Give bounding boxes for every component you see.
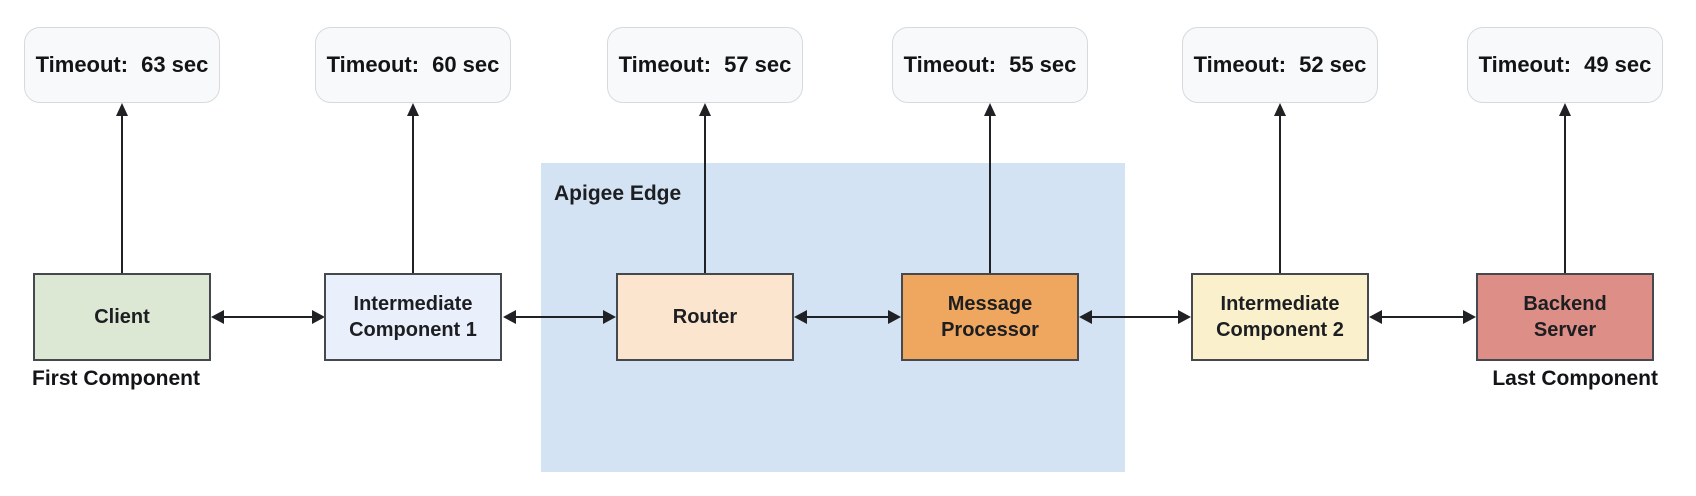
arrow-router-timeout <box>699 103 711 273</box>
arrowhead-right-icon <box>312 310 325 324</box>
component-box-message-processor: Message Processor <box>901 273 1079 361</box>
arrowhead-left-icon <box>794 310 807 324</box>
component-label: Intermediate Component 1 <box>349 293 477 341</box>
connector-router-message-processor <box>794 310 901 324</box>
arrowhead-left-icon <box>1369 310 1382 324</box>
arrowhead-right-icon <box>1178 310 1191 324</box>
timeout-value: 60 sec <box>432 52 500 77</box>
arrowhead-right-icon <box>888 310 901 324</box>
timeout-box-intermediate-component-2: Timeout: 52 sec <box>1182 27 1378 103</box>
arrowhead-up-icon <box>1559 103 1571 116</box>
arrow-line <box>121 113 123 273</box>
apigee-edge-region-label: Apigee Edge <box>554 182 682 205</box>
arrowhead-up-icon <box>407 103 419 116</box>
timeout-box-backend-server: Timeout: 49 sec <box>1467 27 1663 103</box>
timeout-value: 63 sec <box>141 52 209 77</box>
timeout-label: Timeout: <box>1193 52 1287 77</box>
component-box-backend-server: Backend Server <box>1476 273 1654 361</box>
timeout-box-intermediate-component-1: Timeout: 60 sec <box>315 27 511 103</box>
arrow-backend-server-timeout <box>1559 103 1571 273</box>
component-box-intermediate-component-1: Intermediate Component 1 <box>324 273 502 361</box>
arrowhead-left-icon <box>211 310 224 324</box>
timeout-box-router: Timeout: 57 sec <box>607 27 803 103</box>
arrow-message-processor-timeout <box>984 103 996 273</box>
arrow-line <box>221 316 315 318</box>
timeout-value: 49 sec <box>1584 52 1652 77</box>
connector-intermediate-component-1-router <box>503 310 616 324</box>
timeout-value: 57 sec <box>724 52 792 77</box>
arrow-line <box>989 113 991 273</box>
arrowhead-up-icon <box>984 103 996 116</box>
connector-intermediate-component-2-backend-server <box>1369 310 1476 324</box>
component-label: Backend Server <box>1523 293 1607 341</box>
timeout-label: Timeout: <box>903 52 997 77</box>
timeout-value: 52 sec <box>1299 52 1367 77</box>
component-label: Message Processor <box>941 293 1039 341</box>
arrow-line <box>513 316 606 318</box>
arrow-line <box>1564 113 1566 273</box>
timeout-label: Timeout: <box>1478 52 1572 77</box>
arrow-line <box>1089 316 1181 318</box>
component-box-client: Client <box>33 273 211 361</box>
arrowhead-up-icon <box>116 103 128 116</box>
caption-first-component: First Component <box>32 367 200 390</box>
timeout-box-client: Timeout: 63 sec <box>24 27 220 103</box>
arrowhead-up-icon <box>1274 103 1286 116</box>
timeout-label: Timeout: <box>35 52 129 77</box>
arrow-line <box>1279 113 1281 273</box>
component-box-router: Router <box>616 273 794 361</box>
connector-client-intermediate-component-1 <box>211 310 325 324</box>
timeout-value: 55 sec <box>1009 52 1077 77</box>
arrow-line <box>804 316 891 318</box>
arrow-client-timeout <box>116 103 128 273</box>
timeout-label: Timeout: <box>618 52 712 77</box>
arrow-line <box>412 113 414 273</box>
arrow-line <box>704 113 706 273</box>
connector-message-processor-intermediate-component-2 <box>1079 310 1191 324</box>
arrowhead-left-icon <box>503 310 516 324</box>
arrowhead-left-icon <box>1079 310 1092 324</box>
timeout-box-message-processor: Timeout: 55 sec <box>892 27 1088 103</box>
arrow-line <box>1379 316 1466 318</box>
arrow-intermediate-component-2-timeout <box>1274 103 1286 273</box>
arrowhead-right-icon <box>1463 310 1476 324</box>
component-box-intermediate-component-2: Intermediate Component 2 <box>1191 273 1369 361</box>
arrowhead-right-icon <box>603 310 616 324</box>
arrowhead-up-icon <box>699 103 711 116</box>
component-label: Intermediate Component 2 <box>1216 293 1344 341</box>
timeout-label: Timeout: <box>326 52 420 77</box>
component-label: Router <box>672 306 738 328</box>
caption-last-component: Last Component <box>1492 367 1658 390</box>
arrow-intermediate-component-1-timeout <box>407 103 419 273</box>
component-label: Client <box>94 306 150 328</box>
